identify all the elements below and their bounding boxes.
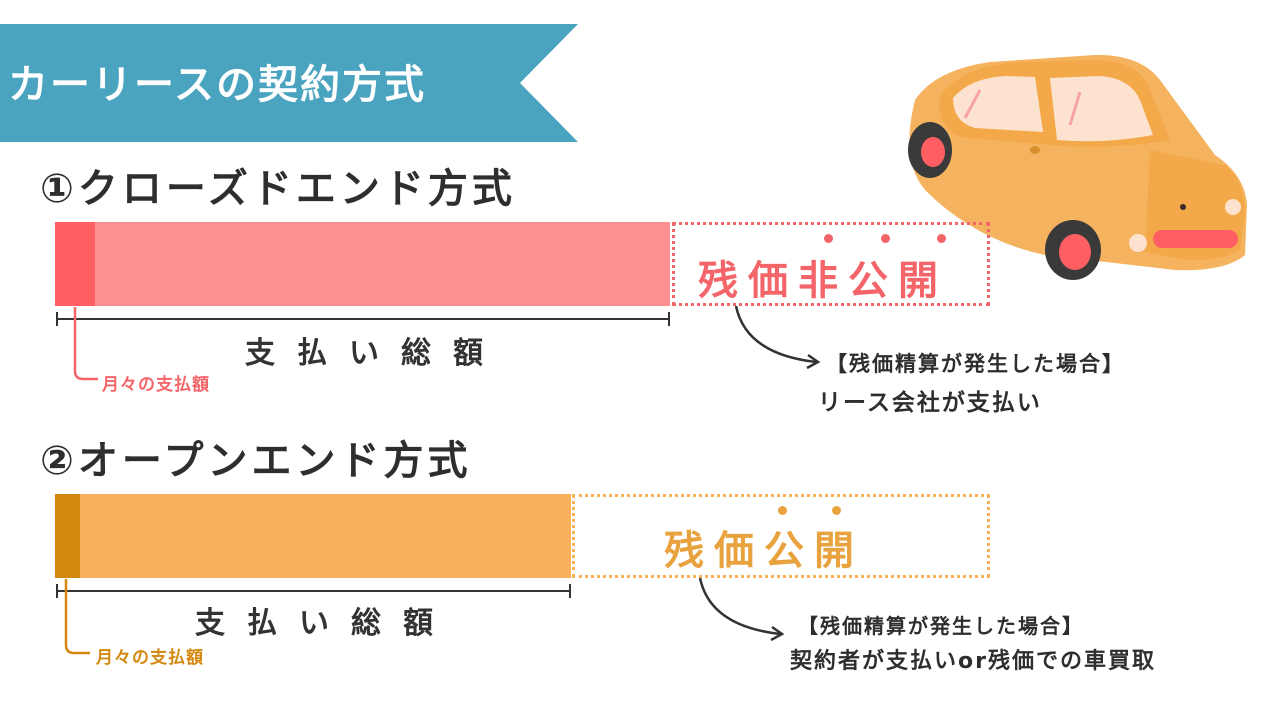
open-end-note-line1: 【残価精算が発生した場合】 <box>798 614 1084 638</box>
open-end-monthly-leader <box>64 579 90 655</box>
closed-end-residual-box <box>672 222 990 306</box>
open-end-residual-box <box>572 494 990 578</box>
open-end-title: ②オープンエンド方式 <box>40 438 472 484</box>
open-end-monthly-label: 月々の支払額 <box>96 648 204 668</box>
bracket-tick <box>569 584 571 598</box>
open-end-monthly-bar <box>55 494 80 578</box>
closed-end-title: ①クローズドエンド方式 <box>40 166 516 212</box>
emphasis-dot <box>778 506 787 515</box>
bracket-tick <box>56 312 58 326</box>
car-illustration <box>908 54 1247 280</box>
open-end-total-label: 支払い総額 <box>195 606 455 641</box>
open-end-note-line2: 契約者が支払いor残価での車買取 <box>790 649 1156 674</box>
closed-end-monthly-bar <box>55 222 95 306</box>
open-end-residual-label: 残価公開 <box>664 528 864 574</box>
open-end-total-bar <box>55 494 571 578</box>
emphasis-dot <box>881 234 890 243</box>
closed-end-note-line1: 【残価精算が発生した場合】 <box>826 352 1125 376</box>
closed-end-total-label: 支払い総額 <box>245 336 505 371</box>
closed-end-residual-label: 残価非公開 <box>698 258 948 304</box>
closed-end-total-bar <box>55 222 670 306</box>
curved-arrow-icon <box>698 577 785 642</box>
emphasis-dot <box>832 506 841 515</box>
emphasis-dot <box>937 234 946 243</box>
closed-end-total-bracket <box>57 318 670 320</box>
curved-arrow-icon <box>734 305 821 370</box>
title-banner <box>0 24 578 142</box>
closed-end-note-line2: リース会社が支払い <box>818 390 1042 416</box>
bracket-tick <box>668 312 670 326</box>
page-title: カーリースの契約方式 <box>8 62 426 108</box>
open-end-total-bracket <box>57 590 570 592</box>
closed-end-monthly-label: 月々の支払額 <box>102 375 210 395</box>
closed-end-monthly-leader <box>73 307 98 381</box>
emphasis-dot <box>824 234 833 243</box>
bracket-tick <box>56 584 58 598</box>
